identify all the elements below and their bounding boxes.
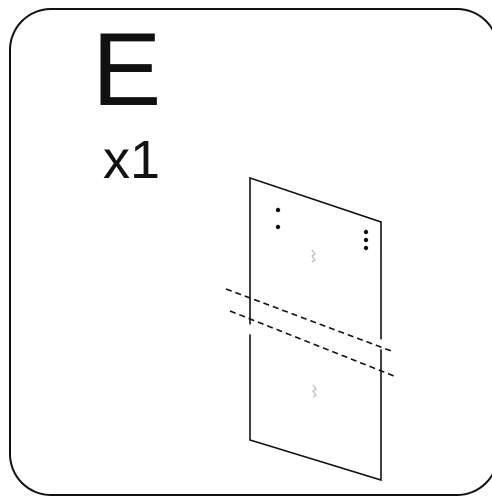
part-letter: E <box>92 12 162 128</box>
panel-upper-segment <box>249 176 382 352</box>
mounting-holes-right <box>363 229 369 251</box>
glare-mark-lower <box>312 384 317 398</box>
part-quantity: x1 <box>103 130 161 190</box>
glare-mark-upper <box>311 249 316 263</box>
mounting-holes-left <box>275 207 281 230</box>
